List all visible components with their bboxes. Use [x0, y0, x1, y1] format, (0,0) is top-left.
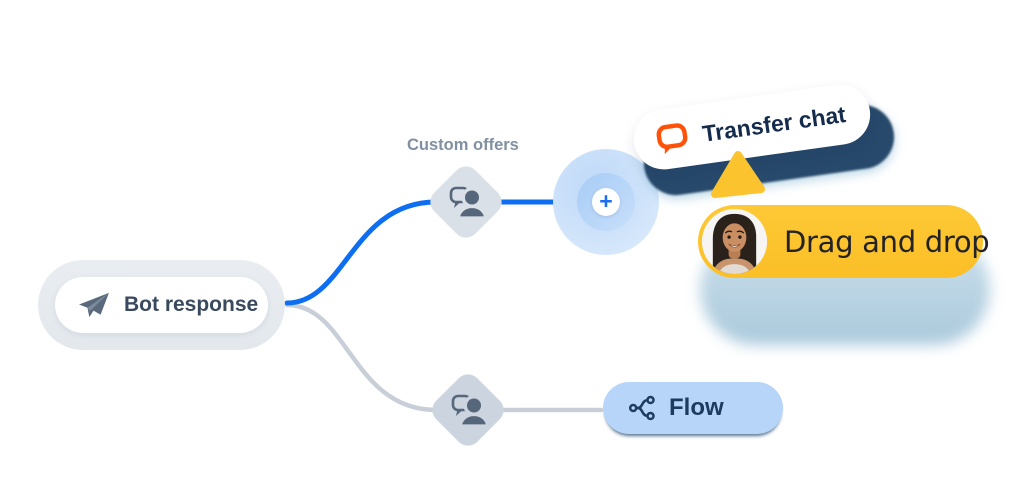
- blue-connector-line: [284, 199, 560, 306]
- bot-response-label: Bot response: [124, 293, 259, 316]
- drop-target-ring: +: [577, 173, 635, 231]
- paper-plane-icon: [79, 292, 109, 318]
- bot-response-node[interactable]: Bot response: [38, 260, 285, 350]
- flow-label: Flow: [669, 394, 724, 421]
- drag-and-drop-label: Drag and drop: [784, 224, 990, 259]
- avatar: [702, 209, 767, 274]
- custom-offers-branch-node[interactable]: [424, 160, 508, 244]
- plus-icon: +: [599, 187, 613, 214]
- transfer-chat-label: Transfer chat: [700, 100, 848, 147]
- branch-flow-icon: [629, 395, 655, 421]
- custom-offers-label: Custom offers: [407, 136, 519, 154]
- bot-response-pill[interactable]: Bot response: [55, 277, 268, 333]
- plus-button[interactable]: +: [592, 188, 620, 216]
- drop-target[interactable]: +: [553, 149, 659, 255]
- drag-and-drop-chip[interactable]: Drag and drop: [698, 205, 990, 278]
- bottom-branch-node[interactable]: [426, 368, 510, 452]
- chat-bubble-icon: [656, 123, 688, 155]
- transfer-chat-card[interactable]: Transfer chat: [629, 80, 875, 174]
- person-chat-icon: [449, 186, 486, 220]
- gray-connector-line: [284, 302, 604, 413]
- avatar-photo: [702, 209, 767, 274]
- flow-node[interactable]: Flow: [603, 382, 783, 434]
- person-chat-icon: [451, 394, 488, 428]
- triangle-pointer-icon: [711, 151, 765, 198]
